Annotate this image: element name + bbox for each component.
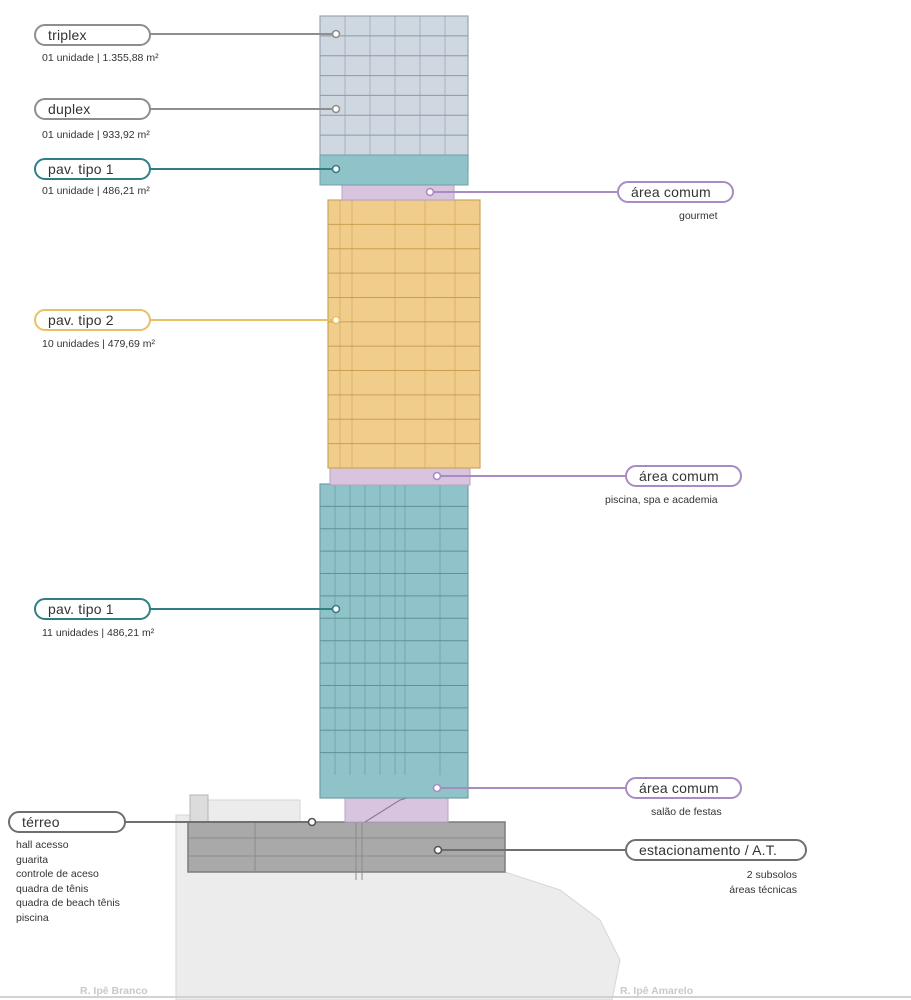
- label-area-comum-piscina: área comum: [625, 465, 742, 487]
- label-pav-tipo1-lower-detail: 11 unidades | 486,21 m²: [42, 627, 155, 639]
- label-pav-tipo1-top: pav. tipo 1: [34, 158, 151, 180]
- tower-top-floor-lines: [320, 16, 468, 155]
- label-area-comum-piscina-detail: piscina, spa e academia: [605, 494, 718, 506]
- label-area-comum-festas-detail: salão de festas: [651, 806, 722, 818]
- tower-lower-floor-lines: [320, 484, 468, 775]
- label-area-comum-gourmet-detail: gourmet: [679, 210, 718, 222]
- label-estacionamento-detail-1: 2 subsolos: [746, 869, 797, 881]
- terreo-item: guarita: [16, 853, 49, 866]
- terreo-item: quadra de beach tênis: [16, 897, 120, 909]
- street-right: R. Ipê Amarelo: [620, 985, 694, 997]
- label-duplex: duplex: [34, 98, 151, 120]
- label-terreo-list: hall acesso guarita controle de aceso quadr…: [16, 838, 120, 925]
- leader-dots: [307, 29, 443, 855]
- label-pav-tipo1-lower: pav. tipo 1: [34, 598, 151, 620]
- podium-lines: [188, 822, 505, 880]
- label-triplex-detail: 01 unidade | 1.355,88 m²: [42, 52, 159, 64]
- street-left: R. Ipê Branco: [80, 985, 148, 997]
- terreo-item: piscina: [16, 911, 49, 924]
- podium-block: [187, 821, 506, 873]
- label-triplex: triplex: [34, 24, 151, 46]
- terreo-item: controle de aceso: [16, 868, 99, 880]
- label-terreo: térreo: [8, 811, 126, 833]
- label-pav-tipo1-top-detail: 01 unidade | 486,21 m²: [42, 185, 150, 197]
- label-duplex-detail: 01 unidade | 933,92 m²: [42, 129, 150, 141]
- terreo-item: quadra de tênis: [16, 882, 89, 895]
- terreo-item: hall acesso: [16, 839, 69, 851]
- label-estacionamento-detail-2: áreas técnicas: [729, 884, 797, 896]
- tower-top-teal-floor: [319, 154, 469, 186]
- label-area-comum-gourmet: área comum: [617, 181, 734, 203]
- tower-middle-block: [327, 199, 481, 469]
- label-pav-tipo2-detail: 10 unidades | 479,69 m²: [42, 338, 156, 350]
- left-shed: [189, 794, 209, 823]
- label-estacionamento: estacionamento / A.T.: [625, 839, 807, 861]
- leader-lines: [125, 33, 626, 851]
- label-pav-tipo2: pav. tipo 2: [34, 309, 151, 331]
- tower-middle-floor-lines: [328, 200, 480, 468]
- label-area-comum-festas: área comum: [625, 777, 742, 799]
- tower-top-block: [319, 15, 469, 171]
- ground-line: [0, 996, 911, 998]
